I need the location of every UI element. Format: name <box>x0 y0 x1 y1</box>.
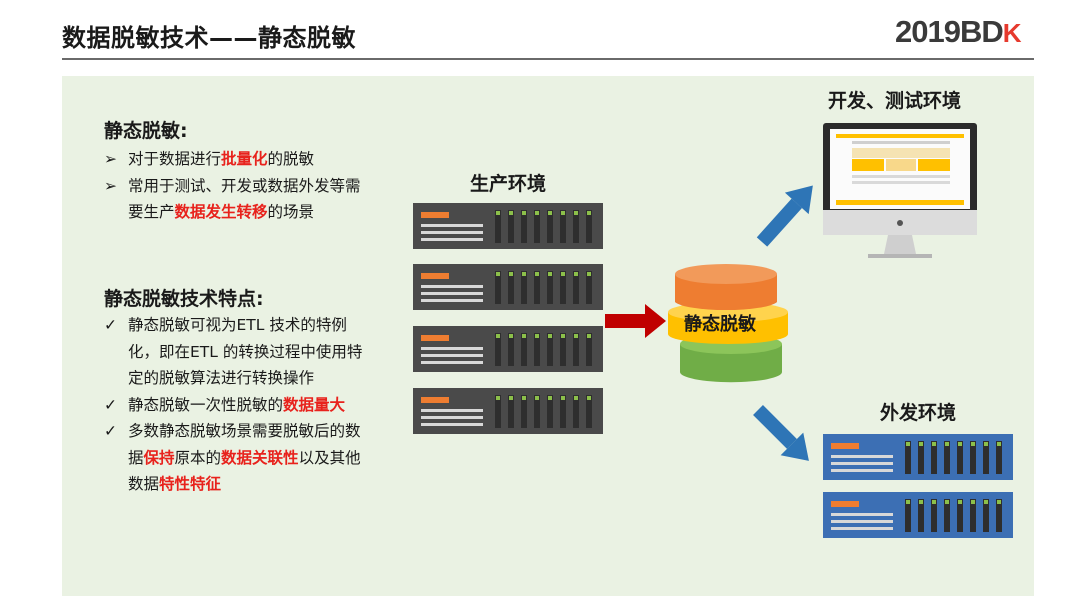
check-icon: ✓ <box>104 395 117 414</box>
bullet-item: ✓ 静态脱敏一次性脱敏的数据量大 <box>104 392 364 419</box>
bullet-text: 原本的 <box>174 448 222 467</box>
features-bullets: ✓ 静态脱敏可视为ETL 技术的特例化，即在ETL 的转换过程中使用特定的脱敏算法… <box>104 312 364 498</box>
bullet-item: ✓ 多数静态脱敏场景需要脱敏后的数据保持原本的数据关联性以及其他数据特性特征 <box>104 418 364 498</box>
bullet-item: ➢ 对于数据进行批量化的脱敏 <box>104 146 364 173</box>
highlight-text: 数据关联性 <box>221 448 299 467</box>
bullet-text: 多数静态脱敏场景需要脱敏后的数据 <box>128 422 361 467</box>
highlight-text: 数据量大 <box>283 395 346 414</box>
server-icon <box>413 264 603 310</box>
server-icon <box>413 203 603 249</box>
dev-test-env-label: 开发、测试环境 <box>828 90 962 112</box>
server-icon <box>413 326 603 372</box>
page-title: 数据脱敏技术——静态脱敏 <box>62 24 356 52</box>
logo: 2019BDK <box>895 14 1022 50</box>
server-icon <box>413 388 603 434</box>
blue-arrow-up-icon <box>756 185 813 247</box>
bullet-item: ➢ 常用于测试、开发或数据外发等需要生产数据发生转移的场景 <box>104 173 364 226</box>
server-icon <box>823 434 1013 480</box>
highlight-text: 保持 <box>143 448 175 467</box>
masking-process-label: 静态脱敏 <box>684 313 757 335</box>
bullet-text: 的脱敏 <box>267 150 315 168</box>
section-heading-features: 静态脱敏技术特点: <box>104 288 264 310</box>
logo-brand: BD <box>959 14 1004 49</box>
external-env-label: 外发环境 <box>880 402 957 424</box>
static-masking-bullets: ➢ 对于数据进行批量化的脱敏 ➢ 常用于测试、开发或数据外发等需要生产数据发生转移的… <box>104 146 364 226</box>
monitor-icon <box>823 123 977 258</box>
highlight-text: 批量化 <box>221 150 268 168</box>
title-divider <box>62 58 1034 60</box>
check-icon: ✓ <box>104 316 117 334</box>
highlight-text: 特性特征 <box>159 475 222 493</box>
logo-accent: K <box>1002 18 1022 48</box>
server-icon <box>823 492 1013 538</box>
section-heading-static-masking: 静态脱敏: <box>104 120 188 142</box>
arrow-bullet-icon: ➢ <box>104 176 117 195</box>
bullet-text: 静态脱敏一次性脱敏的 <box>128 395 284 414</box>
highlight-text: 数据发生转移 <box>174 203 268 221</box>
arrow-bullet-icon: ➢ <box>104 150 117 168</box>
production-env-label: 生产环境 <box>470 173 547 195</box>
bullet-text: 对于数据进行 <box>128 150 222 168</box>
bullet-text: 静态脱敏可视为ETL 技术的特例化，即在ETL 的转换过程中使用特定的脱敏算法进… <box>128 316 363 387</box>
bullet-text: 常用于测试、开发或数据外发等需要生产 <box>128 176 361 222</box>
database-icon <box>668 264 788 383</box>
bullet-text: 以及其他数据 <box>128 448 361 494</box>
check-icon: ✓ <box>104 422 117 440</box>
blue-arrow-down-icon <box>753 405 809 461</box>
logo-year: 2019 <box>895 14 961 49</box>
bullet-text: 的场景 <box>267 203 315 221</box>
red-arrow-icon <box>605 304 666 338</box>
bullet-item: ✓ 静态脱敏可视为ETL 技术的特例化，即在ETL 的转换过程中使用特定的脱敏算法… <box>104 312 364 392</box>
